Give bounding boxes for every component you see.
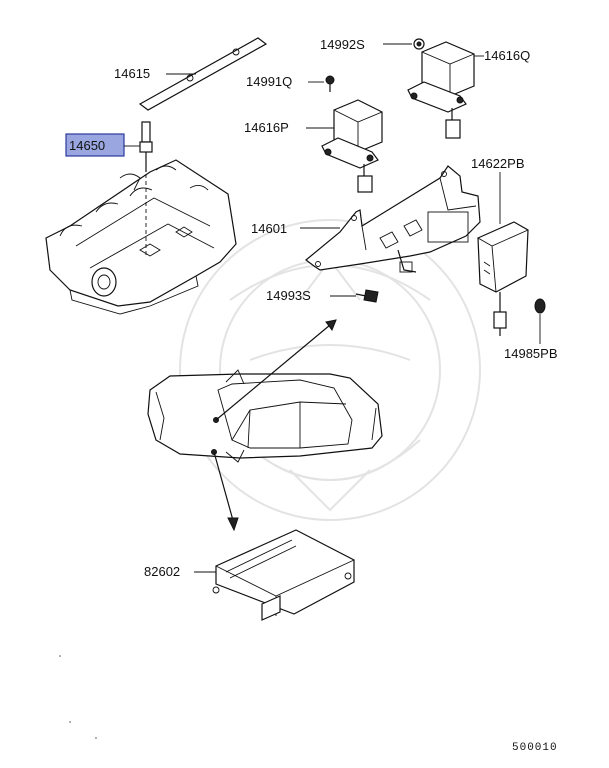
label-14992s[interactable]: 14992S bbox=[320, 37, 365, 52]
label-14991q[interactable]: 14991Q bbox=[246, 74, 292, 89]
engine-head-drawing bbox=[45, 159, 237, 315]
bolt-14991q-drawing bbox=[325, 75, 335, 92]
speck bbox=[69, 721, 71, 723]
label-14985pb[interactable]: 14985PB bbox=[504, 346, 558, 361]
pointer-arrows bbox=[211, 319, 337, 532]
speck bbox=[59, 655, 61, 657]
bolt-14993s-drawing bbox=[355, 289, 379, 303]
highlight-box-14650 bbox=[65, 133, 125, 157]
label-14616q[interactable]: 14616Q bbox=[484, 48, 530, 63]
label-14616p[interactable]: 14616P bbox=[244, 120, 289, 135]
module-14622pb-drawing bbox=[477, 221, 529, 336]
nut-14992s-drawing bbox=[413, 38, 425, 50]
car-outline-drawing bbox=[147, 369, 383, 463]
diagram-code: 500010 bbox=[512, 742, 558, 754]
glow-plug-14650-drawing bbox=[139, 121, 153, 256]
label-14622pb[interactable]: 14622PB bbox=[471, 156, 525, 171]
label-14615[interactable]: 14615 bbox=[114, 66, 150, 81]
nut-14985pb-drawing bbox=[534, 298, 546, 314]
bracket-14601-drawing bbox=[305, 165, 481, 273]
relay-14616q-drawing bbox=[407, 41, 475, 139]
relay-14616p-drawing bbox=[321, 99, 383, 193]
ecu-82602-drawing bbox=[212, 529, 355, 621]
bracket-14615-drawing bbox=[138, 37, 268, 111]
label-14650[interactable]: 14650 bbox=[69, 138, 105, 153]
label-14993s[interactable]: 14993S bbox=[266, 288, 311, 303]
label-14601[interactable]: 14601 bbox=[251, 221, 287, 236]
label-82602[interactable]: 82602 bbox=[144, 564, 180, 579]
speck bbox=[95, 737, 97, 739]
